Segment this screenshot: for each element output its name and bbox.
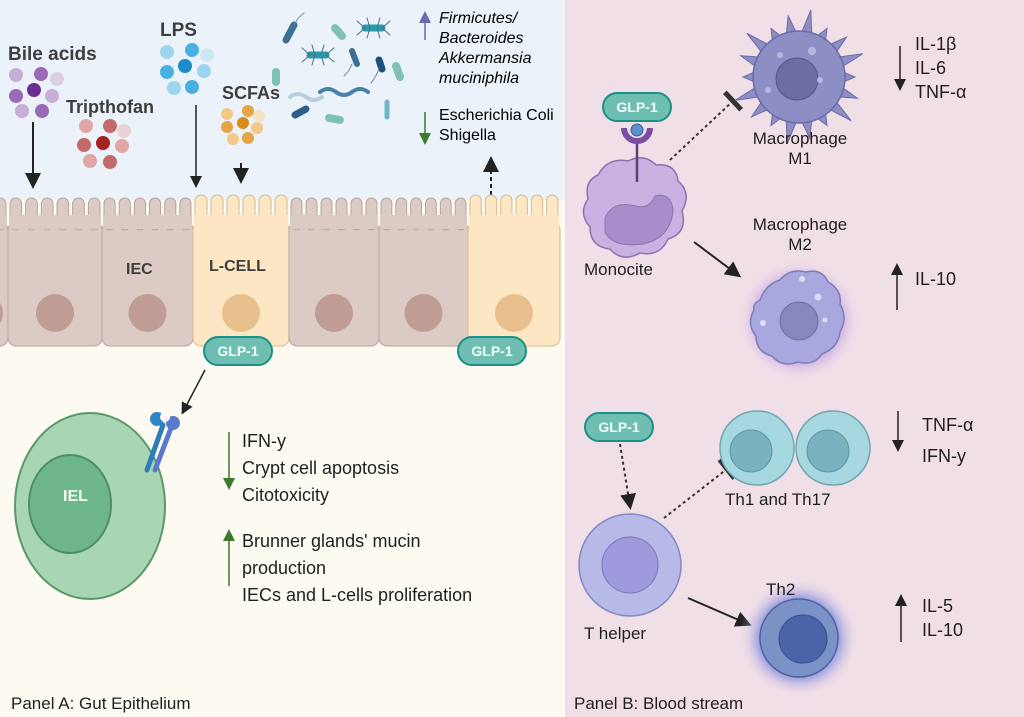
lps-cluster-icon bbox=[160, 43, 214, 95]
macrophage-m2-label-line: Macrophage bbox=[752, 215, 848, 234]
nucleus bbox=[222, 294, 260, 332]
microbiota-item: Akkermansia bbox=[439, 50, 532, 67]
effect-item: IFN-y bbox=[242, 431, 286, 451]
t-helper-label: T helper bbox=[584, 624, 647, 643]
microbiota-item: Shigella bbox=[439, 127, 496, 144]
cytokine-item: IL-6 bbox=[915, 58, 947, 78]
cytokine-item: IL-10 bbox=[915, 269, 957, 289]
th2-cytokines-list: IL-5 IL-10 bbox=[922, 594, 963, 642]
microbiota-item: Escherichia Coli bbox=[439, 107, 554, 124]
nucleus bbox=[128, 294, 167, 332]
glp1-to-thelper-dashed-arrow bbox=[619, 443, 636, 510]
nucleus bbox=[315, 294, 353, 332]
nucleus bbox=[404, 294, 443, 332]
gut-microbiota-icon bbox=[272, 12, 404, 124]
nucleus bbox=[0, 302, 3, 324]
nucleus bbox=[495, 294, 533, 332]
monocyte-to-m2-arrow bbox=[693, 241, 742, 278]
macrophage-m1-icon bbox=[734, 9, 864, 145]
panel-b-title: Panel B: Blood stream bbox=[574, 694, 744, 713]
l-cell-label: L-CELL bbox=[209, 258, 266, 275]
bile-acids-label: Bile acids bbox=[8, 44, 97, 65]
glp1-badge: GLP-1 bbox=[457, 336, 527, 366]
m1-cytokines-list: IL-1β IL-6 TNF-α bbox=[915, 32, 966, 104]
receptor-icon bbox=[144, 412, 180, 473]
l-cell bbox=[467, 194, 561, 347]
effect-item: Crypt cell apoptosis bbox=[242, 458, 400, 478]
macrophage-m2-label-line: M2 bbox=[788, 235, 812, 254]
glp1-badge: GLP-1 bbox=[602, 92, 672, 122]
th2-label: Th2 bbox=[766, 580, 796, 599]
effect-item: Citotoxicity bbox=[242, 485, 330, 505]
iec-cell bbox=[0, 197, 9, 347]
bile-acids-cluster-icon bbox=[9, 67, 64, 118]
cytokine-item: TNF-α bbox=[915, 82, 967, 102]
iec-cell bbox=[288, 197, 380, 347]
macrophage-m1-label: Macrophage M1 bbox=[735, 129, 865, 169]
cytokine-item: TNF-α bbox=[922, 415, 974, 435]
microbiota-item: Bacteroides bbox=[439, 30, 524, 47]
monocyte-label: Monocite bbox=[584, 260, 653, 279]
th2-cell-icon bbox=[739, 578, 859, 698]
nucleus bbox=[36, 294, 74, 332]
th1-th17-label: Th1 and Th17 bbox=[725, 490, 831, 509]
effect-item: IECs and L-cells proliferation bbox=[242, 585, 473, 605]
cytokine-item: IL-10 bbox=[922, 620, 964, 640]
iec-label: IEC bbox=[126, 261, 153, 278]
iec-cell bbox=[7, 197, 103, 347]
macrophage-m1-label-line: M1 bbox=[788, 149, 812, 168]
inhibition-dashed-line bbox=[663, 457, 737, 519]
iel-decreased-effects: IFN-y Crypt cell apoptosis Citotoxicity bbox=[242, 428, 399, 509]
lumen-background bbox=[0, 0, 565, 200]
glp1-to-iel-arrow bbox=[181, 369, 206, 415]
effect-item: Brunner glands' mucin bbox=[242, 531, 421, 551]
cytokine-item: IL-1β bbox=[915, 34, 957, 54]
iec-cell bbox=[101, 197, 194, 347]
scfas-label: SCFAs bbox=[222, 83, 281, 103]
scfas-cluster-icon bbox=[221, 105, 265, 145]
t-helper-cell-icon bbox=[578, 513, 682, 617]
macrophage-m1-label-line: Macrophage bbox=[752, 129, 848, 148]
thelper-to-th2-arrow bbox=[687, 597, 752, 627]
microbiota-item: Firmicutes/ bbox=[439, 10, 518, 27]
l-cell bbox=[192, 194, 290, 347]
iel-cell-icon bbox=[14, 412, 166, 600]
iel-increased-effects: Brunner glands' mucin production IECs an… bbox=[242, 528, 472, 609]
glp1-badge: GLP-1 bbox=[584, 412, 654, 442]
microbiota-increased-list: Firmicutes/ Bacteroides Akkermansia muci… bbox=[439, 9, 531, 89]
glp1-badge: GLP-1 bbox=[203, 336, 273, 366]
iec-cell bbox=[378, 197, 469, 347]
th1-th17-cytokines-list: TNF-α IFN-y bbox=[922, 410, 973, 472]
iel-label: IEL bbox=[63, 488, 88, 505]
tryptophan-label: Tripthofan bbox=[66, 97, 154, 117]
lps-label: LPS bbox=[160, 20, 197, 41]
tryptophan-cluster-icon bbox=[77, 119, 131, 169]
epithelium bbox=[0, 194, 561, 347]
effect-item: production bbox=[242, 558, 327, 578]
cytokine-item: IFN-y bbox=[922, 446, 966, 466]
microbiota-decreased-list: Escherichia Coli Shigella bbox=[439, 106, 554, 146]
panel-a-title: Panel A: Gut Epithelium bbox=[11, 694, 191, 713]
macrophage-m2-label: Macrophage M2 bbox=[735, 215, 865, 255]
cytokine-item: IL-5 bbox=[922, 596, 954, 616]
macrophage-m2-icon bbox=[737, 258, 861, 382]
microbiota-item: muciniphila bbox=[439, 70, 520, 87]
monocyte-cell-icon bbox=[582, 123, 687, 258]
inhibition-dashed-line bbox=[669, 90, 744, 161]
th1-th17-cells-icon bbox=[719, 410, 871, 486]
